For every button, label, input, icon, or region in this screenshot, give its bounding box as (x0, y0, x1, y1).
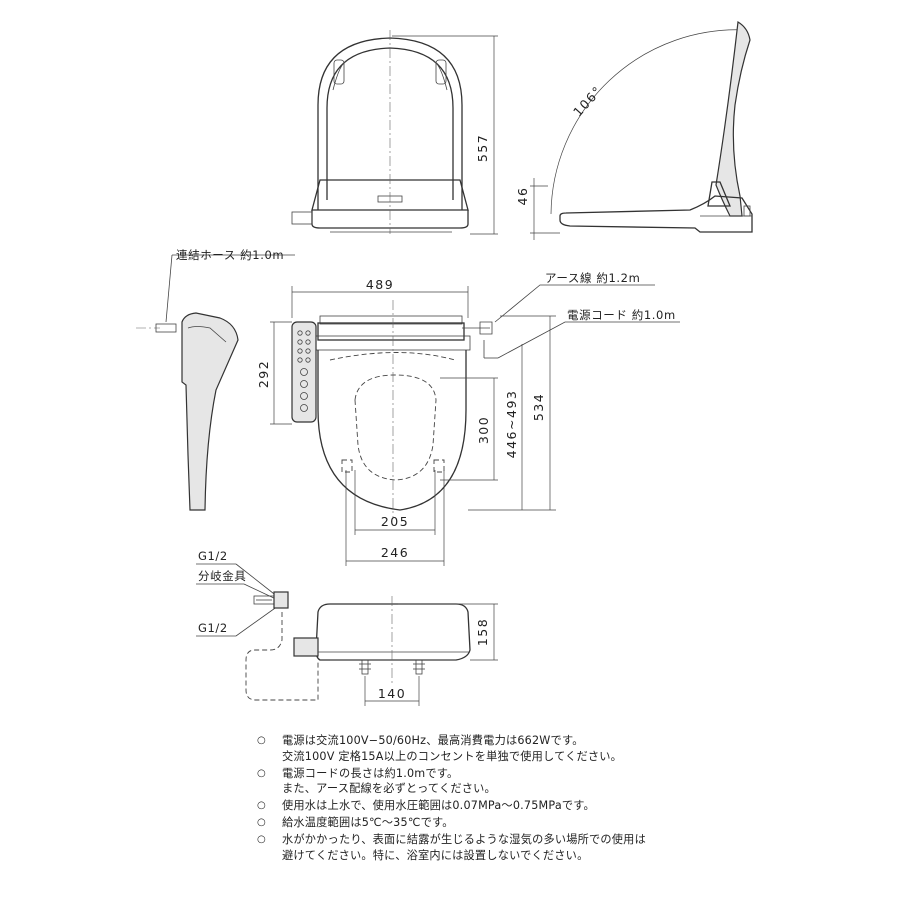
note-text: 給水温度範囲は5℃〜35℃です。 (282, 816, 454, 829)
spec-notes: ○ 電源は交流100V−50/60Hz、最高消費電力は662Wです。 交流100V… (252, 733, 892, 865)
dim-158: 158 (475, 618, 490, 646)
front-view: 557 (291, 30, 498, 235)
dim-205: 205 (381, 514, 409, 529)
bullet-icon: ○ (257, 817, 266, 828)
dim-300: 300 (476, 416, 491, 444)
dim-246: 246 (381, 545, 409, 560)
bullet-icon: ○ (257, 735, 266, 746)
side-hose-view: 連結ホース 約1.0m (136, 248, 295, 511)
g-half-top-label: G1/2 (198, 549, 228, 563)
top-view: 489 292 534 446~493 (256, 271, 680, 566)
bullet-icon: ○ (257, 800, 266, 811)
power-cord-label: 電源コード 約1.0m (567, 308, 676, 322)
dim-46: 46 (515, 187, 530, 206)
dim-292: 292 (256, 360, 271, 388)
note-item: ○ 電源は交流100V−50/60Hz、最高消費電力は662Wです。 交流100V… (252, 733, 892, 764)
lower-front-view: G1/2 分岐金具 G1/2 140 158 (196, 549, 498, 706)
note-item: ○ 給水温度範囲は5℃〜35℃です。 (252, 815, 892, 831)
note-text: 使用水は上水で、使用水圧範囲は0.07MPa〜0.75MPaです。 (282, 799, 595, 812)
note-item: ○ 使用水は上水で、使用水圧範囲は0.07MPa〜0.75MPaです。 (252, 798, 892, 814)
side-view: 106° 46 (515, 21, 753, 240)
note-text: 電源コードの長さは約1.0mです。 また、アース配線を必ずとってください。 (282, 766, 496, 796)
bullet-icon: ○ (257, 767, 266, 779)
branch-fitting-label: 分岐金具 (198, 569, 246, 583)
dim-140: 140 (378, 686, 406, 701)
g-half-bottom-label: G1/2 (198, 621, 228, 635)
dim-489: 489 (366, 277, 394, 292)
dim-534: 534 (531, 393, 546, 421)
hose-label: 連結ホース 約1.0m (176, 248, 284, 262)
bullet-icon: ○ (257, 834, 266, 845)
dim-557: 557 (475, 134, 490, 162)
note-item: ○ 電源コードの長さは約1.0mです。 また、アース配線を必ずとってください。 (252, 766, 892, 797)
note-text: 水がかかったり、表面に結露が生じるような湿気の多い場所での使用は 避けてください… (282, 833, 646, 862)
dim-angle-106: 106° (570, 83, 605, 120)
earth-wire-label: アース線 約1.2m (545, 271, 640, 285)
note-item: ○ 水がかかったり、表面に結露が生じるような湿気の多い場所での使用は 避けてくださ… (252, 832, 892, 863)
note-text: 電源は交流100V−50/60Hz、最高消費電力は662Wです。 交流100V … (282, 734, 623, 763)
dim-446-493: 446~493 (504, 390, 519, 459)
